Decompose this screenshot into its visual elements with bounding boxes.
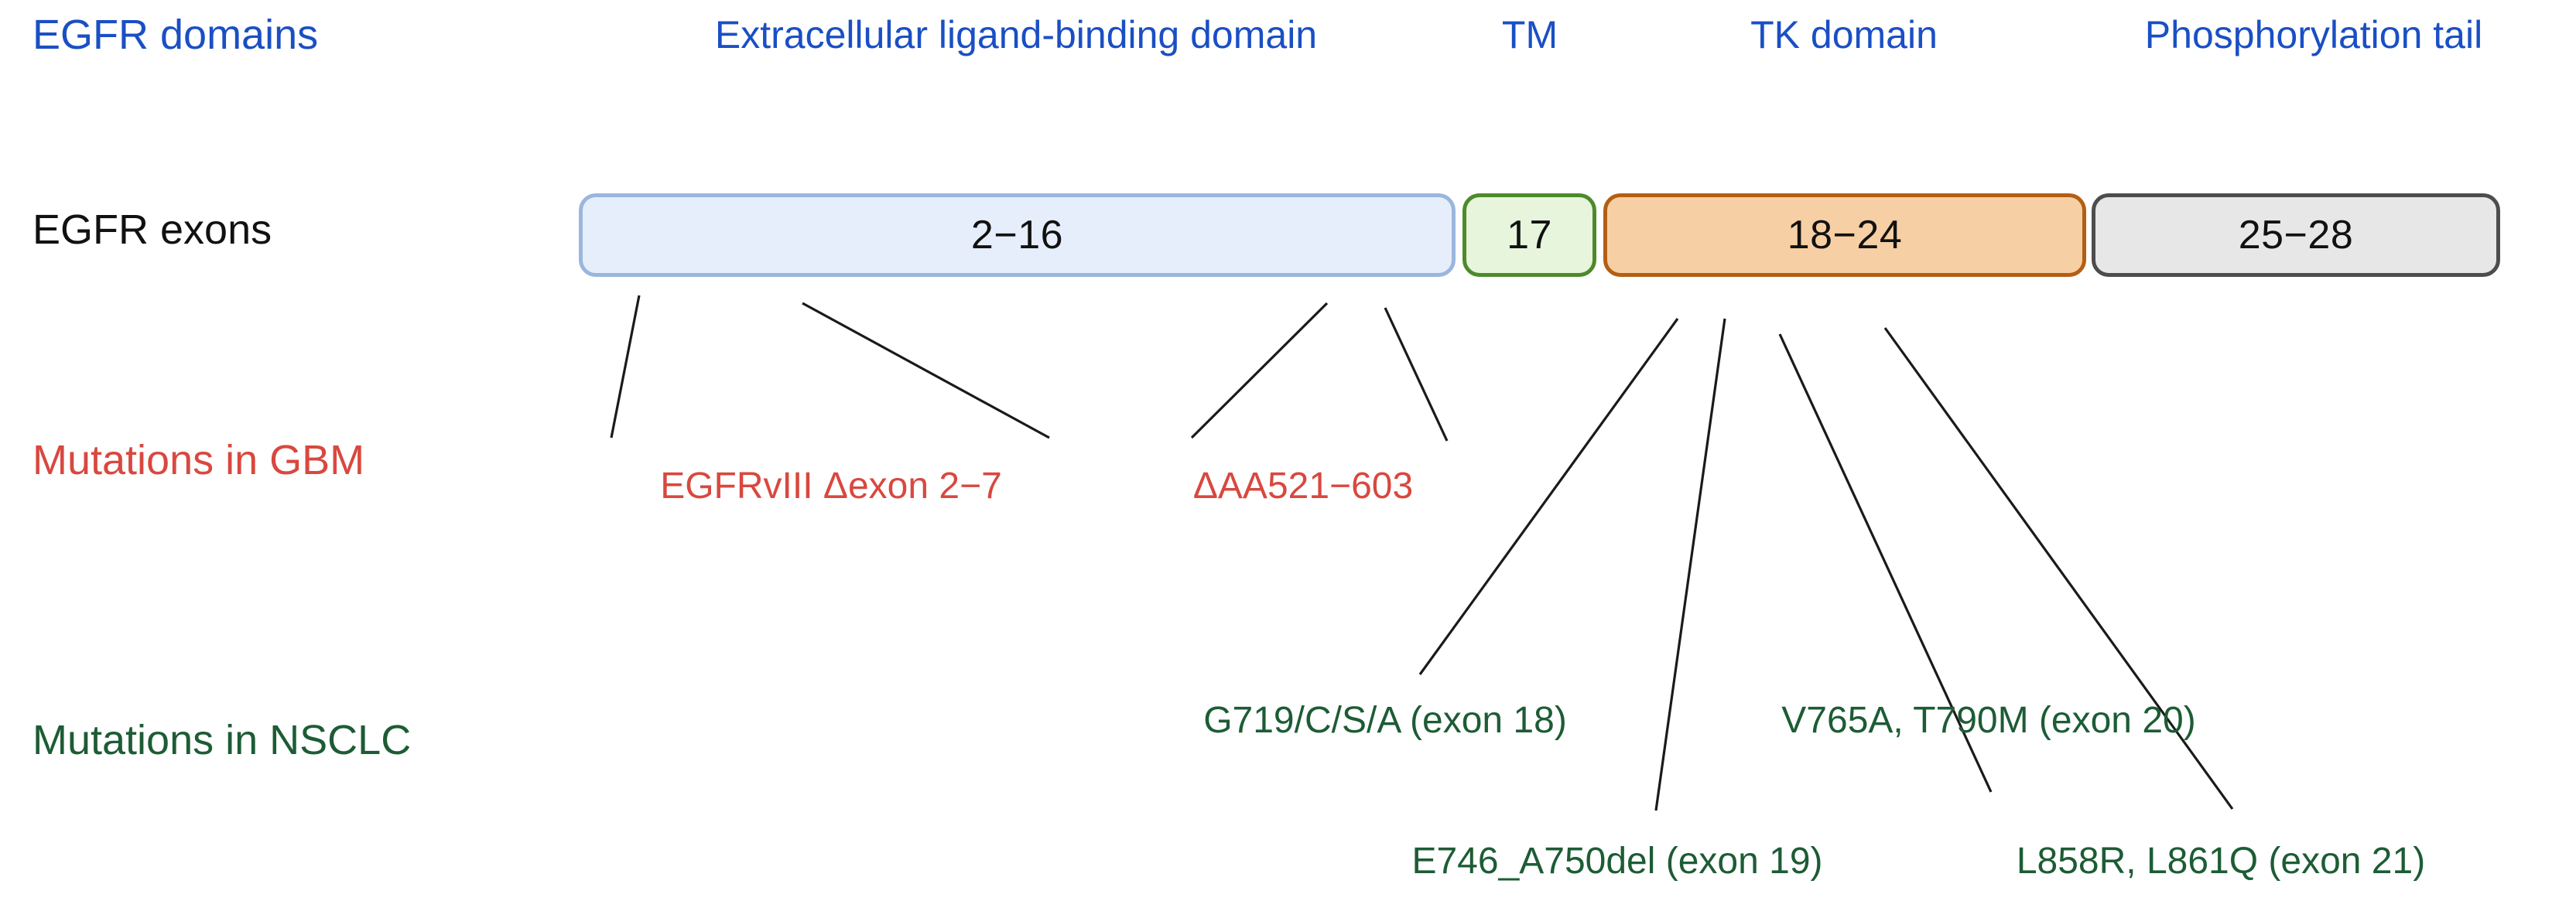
domain-label-extracellular: Extracellular ligand-binding domain xyxy=(714,13,1318,56)
exon-track: 2−16 17 18−24 25−28 xyxy=(0,193,2576,286)
mutation-label-l858r-l861q: L858R, L861Q (exon 21) xyxy=(2016,841,2426,882)
domain-label-tm: TM xyxy=(1501,13,1558,56)
exon-box-label: 2−16 xyxy=(970,213,1064,258)
row-label-domains: EGFR domains xyxy=(32,12,319,58)
mutation-label-v765a-t790m: V765A, T790M (exon 20) xyxy=(1781,700,2196,741)
exon-box-label: 25−28 xyxy=(2238,213,2354,258)
mutation-label-egfrviii: EGFRvIII Δexon 2−7 xyxy=(660,466,1002,507)
exon-box-exons-25-28[interactable]: 25−28 xyxy=(2092,193,2500,277)
row-label-gbm: Mutations in GBM xyxy=(32,437,365,483)
exon-box-exons-18-24[interactable]: 18−24 xyxy=(1603,193,2086,277)
row-label-nsclc: Mutations in NSCLC xyxy=(32,717,412,763)
leader-aa521-a xyxy=(1190,302,1329,439)
leader-egfrviii-a xyxy=(610,295,641,439)
exon-box-label: 18−24 xyxy=(1787,213,1903,258)
leader-e746 xyxy=(1654,318,1726,811)
leader-g719 xyxy=(1418,318,1679,675)
row-label-exons: EGFR exons xyxy=(32,206,272,253)
domain-label-tail: Phosphorylation tail xyxy=(2144,13,2483,56)
mutation-label-e746-a750: E746_A750del (exon 19) xyxy=(1411,841,1823,882)
domain-label-tk: TK domain xyxy=(1750,13,1938,56)
leader-aa521-b xyxy=(1384,307,1449,442)
exon-box-exon-17[interactable]: 17 xyxy=(1462,193,1596,277)
mutation-label-aa521-603: ΔAA521−603 xyxy=(1192,466,1414,507)
exon-box-label: 17 xyxy=(1507,213,1552,258)
exon-box-exons-2-16[interactable]: 2−16 xyxy=(579,193,1456,277)
mutation-label-g719: G719/C/S/A (exon 18) xyxy=(1203,700,1567,741)
leader-egfrviii-b xyxy=(802,302,1050,439)
